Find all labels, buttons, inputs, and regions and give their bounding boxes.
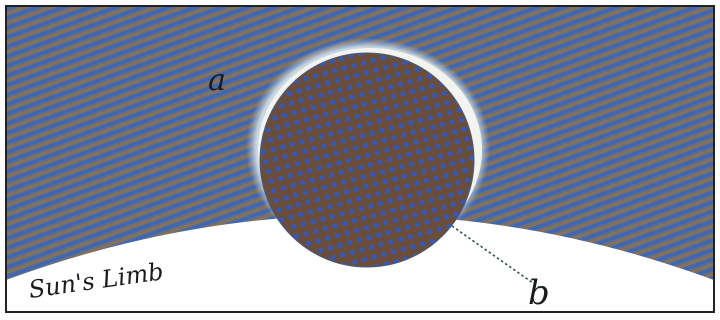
label-a: a	[208, 63, 226, 98]
moon-disc	[260, 53, 474, 267]
label-b: b	[528, 273, 550, 313]
